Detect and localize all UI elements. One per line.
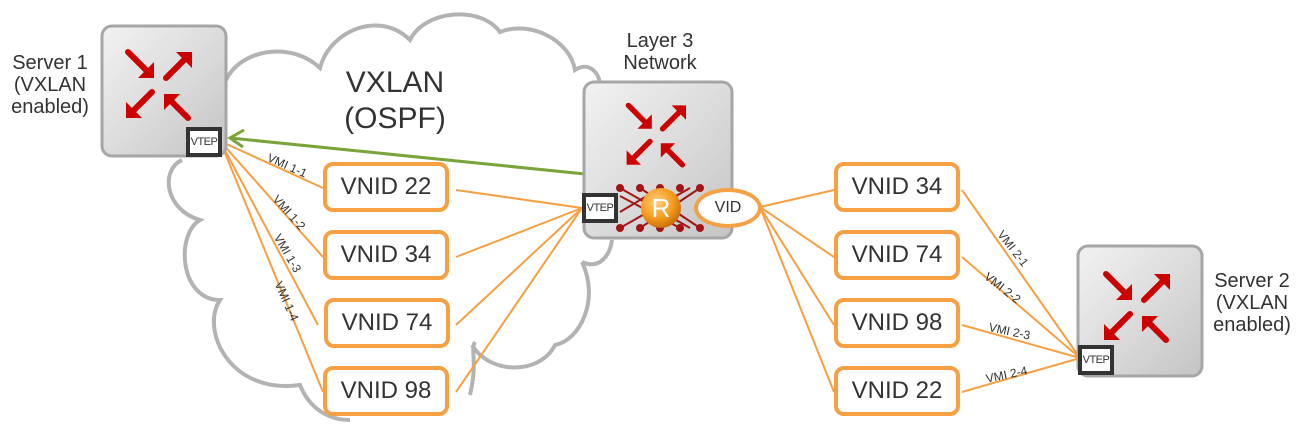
server2-box (1076, 244, 1204, 378)
green-arrow (227, 128, 586, 176)
router-icon (641, 188, 681, 228)
cloud-title-line2: (OSPF) (344, 102, 446, 135)
left-vnid-box[interactable]: VNID 98 (323, 366, 449, 416)
vxlan-cloud (166, 12, 614, 422)
router-badge: R (651, 193, 671, 223)
server1-label-line2: (VXLAN (13, 74, 87, 96)
layer3-box (582, 80, 734, 240)
l3-vnid-lines (455, 189, 835, 393)
layer3-label-line1: Layer 3 (626, 30, 694, 52)
layer3-label: Layer 3 Network (610, 30, 710, 74)
server1-label: Server 1 (VXLAN enabled) (0, 52, 100, 118)
server2-label-line1: Server 2 (1214, 270, 1290, 292)
right-vnid-box[interactable]: VNID 74 (834, 230, 960, 280)
left-vmi-lines (219, 140, 324, 393)
cloud-title-line1: VXLAN (345, 66, 445, 99)
vid-node[interactable]: VID (694, 188, 762, 228)
right-vnid-box[interactable]: VNID 22 (834, 366, 960, 416)
server2-label: Server 2 (VXLAN enabled) (1202, 270, 1298, 336)
left-vnid-box[interactable]: VNID 22 (323, 162, 449, 212)
left-vnid-box[interactable]: VNID 74 (324, 298, 450, 348)
layer3-label-line2: Network (623, 52, 697, 74)
left-vnid-box[interactable]: VNID 34 (323, 230, 449, 280)
cloud-title: VXLAN (OSPF) (320, 65, 470, 137)
server1-label-line1: Server 1 (12, 52, 88, 74)
right-vmi-lines (961, 189, 1081, 393)
server1-label-line3: enabled) (11, 96, 89, 118)
server2-label-line2: (VXLAN (1215, 292, 1289, 314)
server1-box (100, 24, 228, 158)
right-vnid-box[interactable]: VNID 34 (834, 162, 960, 212)
server2-label-line3: enabled) (1213, 314, 1291, 336)
server1-vtep[interactable]: VTEP (186, 127, 222, 157)
layer3-vtep[interactable]: VTEP (582, 193, 618, 223)
right-vnid-box[interactable]: VNID 98 (834, 298, 960, 348)
server2-vtep[interactable]: VTEP (1078, 345, 1114, 375)
